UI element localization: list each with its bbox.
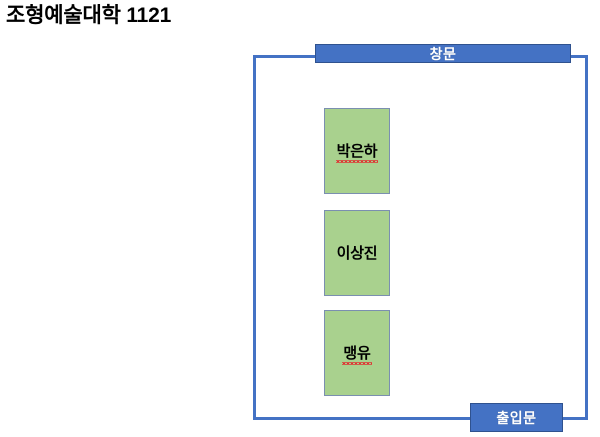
seat-label: 맹유: [342, 344, 372, 365]
window-label-text: 창문: [429, 45, 457, 62]
window-label-bar[interactable]: 창문: [315, 44, 571, 63]
door-label-text: 출입문: [496, 409, 537, 426]
page-title: 조형예술대학 1121: [6, 4, 172, 27]
seat-box[interactable]: 맹유: [324, 310, 390, 396]
seat-label: 이상진: [336, 244, 378, 262]
seat-label: 박은하: [335, 142, 379, 163]
seat-box[interactable]: 이상진: [324, 210, 390, 296]
seat-box[interactable]: 박은하: [324, 108, 390, 194]
door-label-bar[interactable]: 출입문: [470, 403, 563, 432]
room-outline: [253, 55, 588, 420]
